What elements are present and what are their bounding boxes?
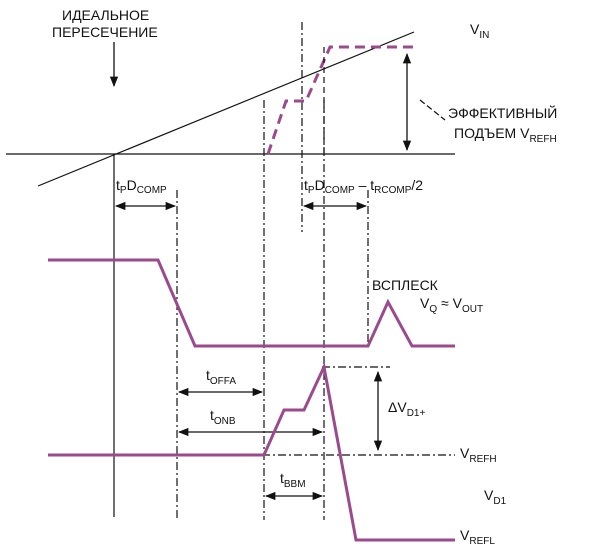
vd1-waveform [48,362,455,542]
label-burst: ВСПЛЕСК [372,277,439,293]
label-vrefh: VREFH [460,445,497,465]
label-ideal-crossing-1: ИДЕАЛЬНОЕ [62,7,149,23]
vin-ramp [37,31,415,187]
label-ideal-crossing-2: ПЕРЕСЕЧЕНИЕ [52,24,158,40]
label-vq-vout: VQ ≈ VOUT [420,295,483,315]
label-effective-rise-1: ЭФФЕКТИВНЫЙ [448,104,557,121]
label-dvd1: ΔVD1+ [388,399,425,419]
effective-rise-leader [419,99,446,121]
vq-waveform [48,258,455,348]
label-tpd-rcomp: tPDCOMP – tRCOMP/2 [304,177,423,196]
label-vrefl: VREFL [460,527,495,547]
label-vin: VIN [470,21,489,41]
label-tpd-comp: tPDCOMP [116,177,167,196]
label-tbbm: tBBM [280,470,306,490]
label-toffa: tOFFA [206,367,236,387]
effective-vrefh-rise [266,45,418,155]
label-effective-rise-2: ПОДЪЕМ VREFH [454,125,557,145]
label-vd1: VD1 [484,487,507,507]
label-tonb: tONB [210,407,236,427]
